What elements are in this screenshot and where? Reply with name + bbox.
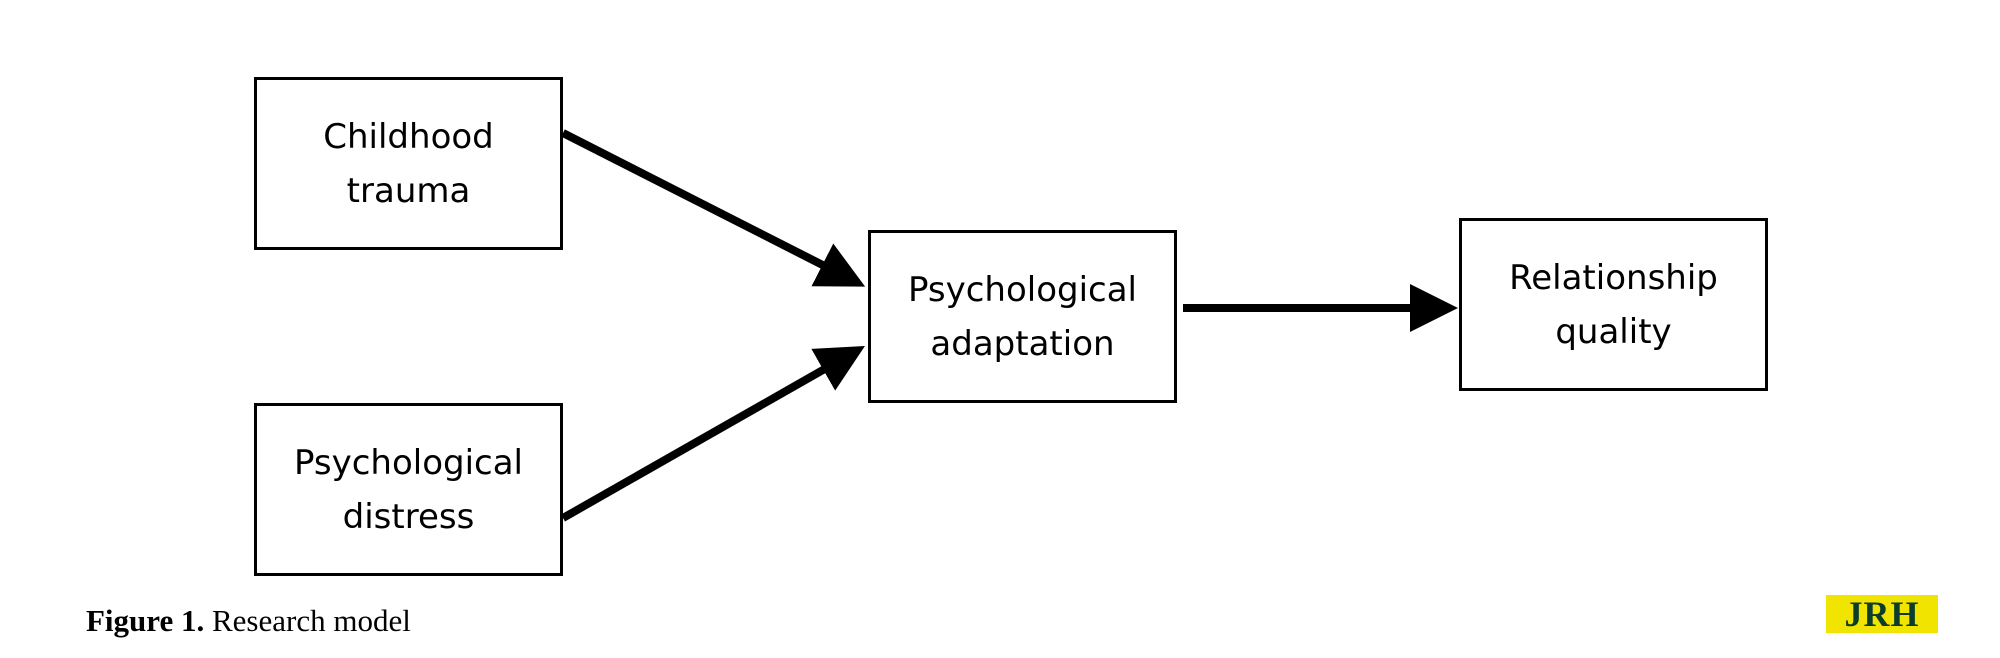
- node-relationship-quality-label: Relationship quality: [1509, 257, 1718, 352]
- node-psychological-adaptation-label: Psychological adaptation: [907, 269, 1138, 364]
- node-psychological-adaptation: Psychological adaptation: [868, 230, 1177, 403]
- node-relationship-quality: Relationship quality: [1459, 218, 1768, 391]
- figure-caption: Figure 1. Research model: [86, 603, 411, 639]
- node-psychological-distress-label: Psychological distress: [293, 442, 524, 537]
- arrow-psychological-distress-to-psychological-adaptation: [561, 346, 865, 522]
- node-childhood-trauma: Childhood trauma: [254, 77, 563, 250]
- node-psychological-distress: Psychological distress: [254, 403, 563, 576]
- jrh-logo: JRH: [1826, 595, 1938, 633]
- figure-caption-label: Figure 1.: [86, 603, 205, 638]
- node-childhood-trauma-label: Childhood trauma: [323, 116, 494, 211]
- jrh-logo-text: JRH: [1844, 595, 1920, 633]
- figure-caption-text: Research model: [204, 603, 411, 638]
- arrow-childhood-trauma-to-psychological-adaptation: [561, 129, 866, 287]
